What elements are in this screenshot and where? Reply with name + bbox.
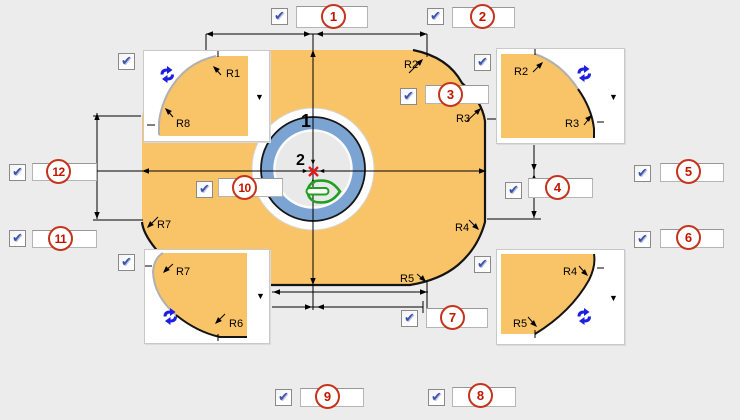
inset-radius-label: R7 xyxy=(176,266,190,278)
checkbox-field-11[interactable]: ✔ xyxy=(9,230,26,247)
shape-selected-edges xyxy=(140,48,487,287)
check-icon: ✔ xyxy=(404,310,415,325)
checkbox-corner-bottom-right[interactable]: ✔ xyxy=(474,256,491,273)
checkbox-field-9[interactable]: ✔ xyxy=(275,389,292,406)
checkbox-field-6[interactable]: ✔ xyxy=(634,231,651,248)
dimension-arrows xyxy=(94,31,537,310)
callout-7: 7 xyxy=(440,305,465,330)
checkbox-corner-bottom-left[interactable]: ✔ xyxy=(118,254,135,271)
check-icon: ✔ xyxy=(274,8,285,23)
callout-3: 3 xyxy=(438,82,463,107)
inset-radius-label: R4 xyxy=(563,266,577,278)
swap-icon xyxy=(160,66,174,83)
check-icon: ✔ xyxy=(430,8,441,23)
corner-panel-top-left[interactable]: R1 R8 ▼ xyxy=(143,50,270,142)
hole-label: 1 xyxy=(301,111,311,131)
check-icon: ✔ xyxy=(121,53,132,68)
dropdown-arrow-icon[interactable]: ▼ xyxy=(609,293,618,303)
checkbox-field-5[interactable]: ✔ xyxy=(634,165,651,182)
callout-11: 11 xyxy=(48,226,73,251)
checkbox-field-7[interactable]: ✔ xyxy=(401,310,418,327)
callout-5: 5 xyxy=(676,159,701,184)
radius-label-r5: R5 xyxy=(400,273,414,285)
callout-2: 2 xyxy=(470,4,495,29)
checkbox-corner-top-left[interactable]: ✔ xyxy=(118,53,135,70)
checkbox-field-12[interactable]: ✔ xyxy=(9,164,26,181)
check-icon: ✔ xyxy=(12,164,23,179)
direction-indicator-icon xyxy=(305,179,342,204)
check-icon: ✔ xyxy=(431,389,442,404)
check-icon: ✔ xyxy=(637,231,648,246)
callout-4: 4 xyxy=(545,175,570,200)
callout-1: 1 xyxy=(321,4,346,29)
inset-radius-label: R3 xyxy=(565,118,579,130)
corner-panel-top-right[interactable]: R2 R3 ▼ xyxy=(496,48,625,144)
checkbox-field-8[interactable]: ✔ xyxy=(428,389,445,406)
callout-8: 8 xyxy=(468,383,493,408)
radius-label-r7: R7 xyxy=(157,219,171,231)
callout-12: 12 xyxy=(46,159,71,184)
origin-label: 2 xyxy=(296,152,305,169)
checkbox-field-3[interactable]: ✔ xyxy=(400,88,417,105)
inset-radius-label: R8 xyxy=(176,118,190,130)
radius-label-r3: R3 xyxy=(456,113,470,125)
swap-icon xyxy=(577,65,591,82)
checkbox-field-2[interactable]: ✔ xyxy=(427,8,444,25)
dropdown-arrow-icon[interactable]: ▼ xyxy=(256,291,265,301)
check-icon: ✔ xyxy=(121,254,132,269)
corner-panel-bottom-left[interactable]: R7 R6 ▼ xyxy=(144,249,270,344)
check-icon: ✔ xyxy=(278,389,289,404)
swap-icon xyxy=(163,308,177,325)
corner-panel-bottom-right[interactable]: R4 R5 ▼ xyxy=(496,249,625,345)
checkbox-corner-top-right[interactable]: ✔ xyxy=(474,54,491,71)
dropdown-arrow-icon[interactable]: ▼ xyxy=(609,92,618,102)
check-icon: ✔ xyxy=(199,181,210,196)
checkbox-field-4[interactable]: ✔ xyxy=(505,182,522,199)
dimension-input-1[interactable] xyxy=(296,6,368,28)
inset-radius-label: R2 xyxy=(514,66,528,78)
radius-label-r2: R2 xyxy=(404,59,418,71)
callout-10: 10 xyxy=(232,175,257,200)
check-icon: ✔ xyxy=(637,165,648,180)
inset-radius-label: R6 xyxy=(229,318,243,330)
check-icon: ✔ xyxy=(403,88,414,103)
callout-6: 6 xyxy=(676,225,701,250)
swap-icon xyxy=(577,308,591,325)
dropdown-arrow-icon[interactable]: ▼ xyxy=(255,92,264,102)
checkbox-field-10[interactable]: ✔ xyxy=(196,181,213,198)
check-icon: ✔ xyxy=(508,182,519,197)
inset-radius-label: R5 xyxy=(513,318,527,330)
radius-label-r4: R4 xyxy=(455,222,469,234)
inset-radius-label: R1 xyxy=(226,68,240,80)
callout-9: 9 xyxy=(315,384,340,409)
check-icon: ✔ xyxy=(12,230,23,245)
checkbox-field-1[interactable]: ✔ xyxy=(271,8,288,25)
radius-leader-arrows xyxy=(147,59,481,282)
origin-cross-icon xyxy=(308,166,319,177)
check-icon: ✔ xyxy=(477,256,488,271)
check-icon: ✔ xyxy=(477,54,488,69)
